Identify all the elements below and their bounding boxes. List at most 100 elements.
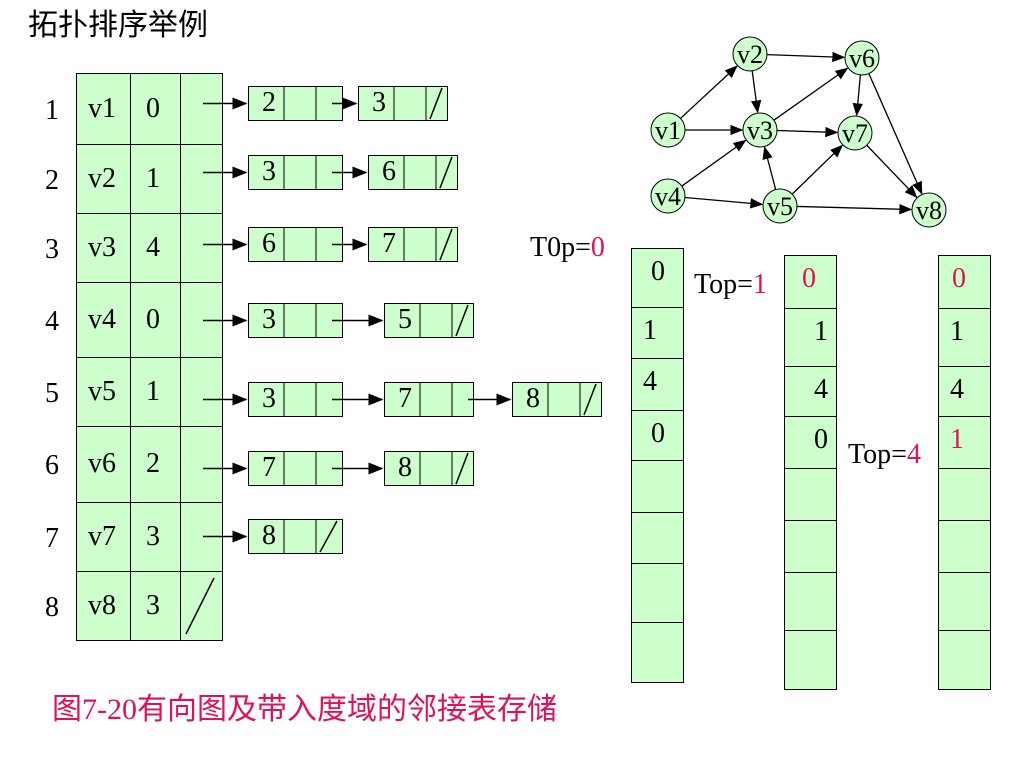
edge-node-vertex: 7 [262, 452, 276, 483]
vertex-name: v3 [88, 231, 116, 263]
row-index: 4 [45, 305, 59, 337]
indegree-value: 1 [146, 375, 160, 407]
stack-column [938, 255, 991, 690]
null-pointer-slash [583, 383, 597, 416]
null-pointer-slash [455, 304, 469, 337]
null-pointer-slash [439, 228, 453, 261]
top-label-text: Top= [848, 439, 907, 470]
graph-node-label: v4 [655, 182, 681, 211]
graph-edge-v2-v3 [750, 70, 762, 114]
graph-node-v1 [650, 112, 686, 148]
edge-node [248, 303, 343, 338]
stack-divider [938, 366, 991, 367]
row-index: 6 [45, 450, 59, 481]
graph-node-label: v7 [842, 119, 868, 148]
indegree-cell [130, 213, 181, 283]
stack-divider [938, 572, 991, 573]
indegree-value: 4 [146, 231, 160, 263]
row-index: 3 [45, 233, 59, 265]
vertex-name: v7 [88, 520, 116, 552]
vertex-name: v4 [88, 303, 116, 335]
top-label-text: T0p= [530, 232, 591, 263]
vertex-name: v8 [88, 589, 116, 621]
stack-divider [938, 630, 991, 631]
stack-divider [938, 520, 991, 521]
graph-node-v2 [732, 36, 768, 72]
vertex-cell [76, 144, 131, 214]
edge-node [248, 519, 343, 554]
graph-node-v5 [762, 188, 798, 224]
stack-cell-value: 4 [950, 374, 964, 405]
null-pointer-slash [319, 520, 338, 553]
stack-divider [784, 630, 837, 631]
stack-divider [631, 512, 684, 513]
top-label-value: 0 [590, 232, 605, 263]
stack-cell-value: 0 [651, 418, 665, 449]
edge-node [384, 451, 474, 486]
first-edge-cell [180, 357, 223, 427]
stack-cell-value: 1 [814, 316, 828, 347]
vertex-name: v5 [88, 375, 116, 407]
edge-node-vertex: 6 [382, 156, 396, 187]
first-edge-cell [180, 213, 223, 283]
graph-edge-v5-v8 [796, 204, 913, 215]
indegree-value: 2 [146, 448, 160, 479]
stack-divider [631, 460, 684, 461]
graph-node-v6 [844, 40, 880, 76]
graph-node-label: v8 [916, 196, 942, 225]
graph-edge-v1-v2 [680, 65, 738, 119]
edge-node-vertex: 7 [382, 228, 396, 259]
stack-cell-value: 1 [950, 424, 964, 455]
stack-divider [631, 410, 684, 411]
edge-node [512, 382, 602, 417]
graph-node-label: v5 [767, 192, 793, 221]
null-pointer-slash [439, 156, 453, 189]
edge-node-vertex: 2 [262, 87, 276, 118]
stack-column [631, 248, 684, 683]
stack-divider [784, 308, 837, 309]
stack-cell-value: 0 [952, 263, 966, 294]
graph-edge-v6-v8 [868, 73, 923, 195]
edge-node-vertex: 7 [398, 383, 412, 414]
stack-divider [938, 468, 991, 469]
graph-node-label: v1 [655, 116, 681, 145]
stack-divider [631, 358, 684, 359]
edge-node [248, 382, 343, 417]
top-pointer-label: T0p=0 [530, 233, 605, 263]
indegree-cell [130, 282, 181, 358]
indegree-value: 3 [146, 589, 160, 621]
figure-caption: 图7-20有向图及带入度域的邻接表存储 [52, 693, 557, 726]
vertex-name: v2 [88, 162, 116, 194]
edge-node [368, 227, 458, 262]
vertex-cell [76, 282, 131, 358]
edge-node [358, 86, 448, 121]
graph-edge-v5-v3 [762, 146, 777, 190]
edge-node-vertex: 3 [262, 383, 276, 414]
vertex-cell [76, 426, 131, 503]
row-index: 5 [45, 377, 59, 409]
edge-node [368, 155, 458, 190]
first-edge-cell [180, 571, 223, 641]
vertex-cell [76, 357, 131, 427]
top-pointer-label: Top=1 [694, 270, 767, 300]
edge-node [384, 303, 474, 338]
stack-divider [784, 468, 837, 469]
graph-edge-v3-v6 [773, 67, 849, 121]
first-edge-cell [180, 73, 223, 145]
stack-cell-value: 1 [950, 316, 964, 347]
top-label-value: 4 [906, 439, 921, 470]
edge-node-vertex: 5 [398, 304, 412, 335]
stack-divider [784, 572, 837, 573]
null-pointer-slash [429, 87, 443, 120]
indegree-value: 3 [146, 520, 160, 552]
graph-node-v8 [911, 192, 947, 228]
graph-edge-v3-v7 [776, 126, 839, 138]
stack-cell-value: 0 [802, 263, 816, 294]
edge-node-vertex: 3 [262, 156, 276, 187]
edge-node-vertex: 3 [262, 304, 276, 335]
edge-node-vertex: 3 [372, 87, 386, 118]
indegree-value: 0 [146, 92, 160, 124]
edge-node [384, 382, 474, 417]
top-label-text: Top= [694, 269, 753, 300]
